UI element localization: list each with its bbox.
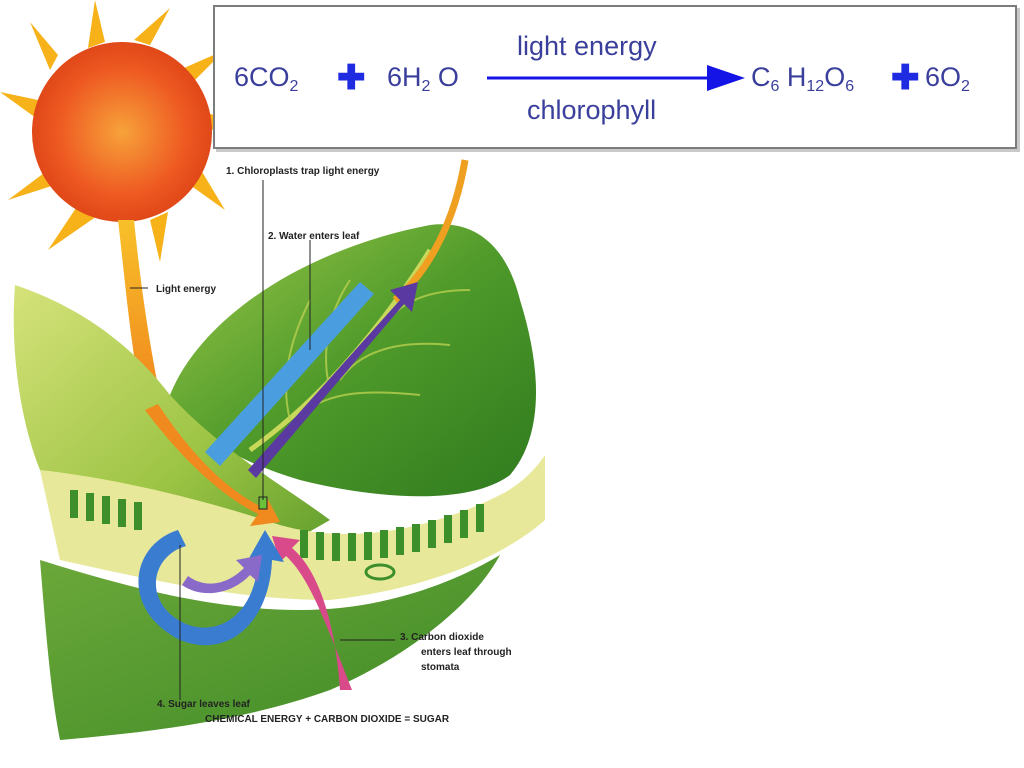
carbon-dioxide-arrow [272,536,352,690]
label-step-3-line2: enters leaf through [421,647,512,658]
reactant-water: 6H2 O [387,62,459,95]
palisade-cells [70,490,484,561]
product-oxygen: 6O2 [925,62,970,95]
label-step-3-line1: 3. Carbon dioxide [400,632,484,643]
arrow-label-chlorophyll: chlorophyll [527,95,657,125]
plus-icon: ✚ [337,59,366,97]
leaf-cross-section-left [13,285,330,560]
plus-icon: ✚ [891,59,920,97]
label-summary: CHEMICAL ENERGY + CARBON DIOXIDE = SUGAR [205,714,450,725]
light-into-leaf-arrow [145,404,280,526]
label-step-3-line3: stomata [421,662,460,673]
stoma [364,563,396,581]
sun [0,0,245,262]
equation-box: 6CO2 ✚ 6H2 O light energy chlorophyll C6… [213,5,1017,149]
sugar-purple-arrow [182,555,262,594]
oxygen-arrow [248,282,418,478]
arrow-label-light-energy: light energy [517,31,657,61]
reaction-arrow [487,65,745,91]
leader-lines [130,180,395,700]
reactant-carbon-dioxide: 6CO2 [234,62,299,95]
label-light-energy: Light energy [156,284,217,295]
label-step-4: 4. Sugar leaves leaf [157,699,250,710]
sun-disc [32,42,212,222]
light-energy-beam [118,220,158,390]
leaf-cell-layer [40,455,545,600]
water-arrow [205,282,374,466]
product-glucose: C6 H12O6 [751,62,855,95]
label-step-2: 2. Water enters leaf [268,231,360,242]
label-step-1: 1. Chloroplasts trap light energy [226,166,380,177]
sugar-blue-arrow [138,530,284,646]
